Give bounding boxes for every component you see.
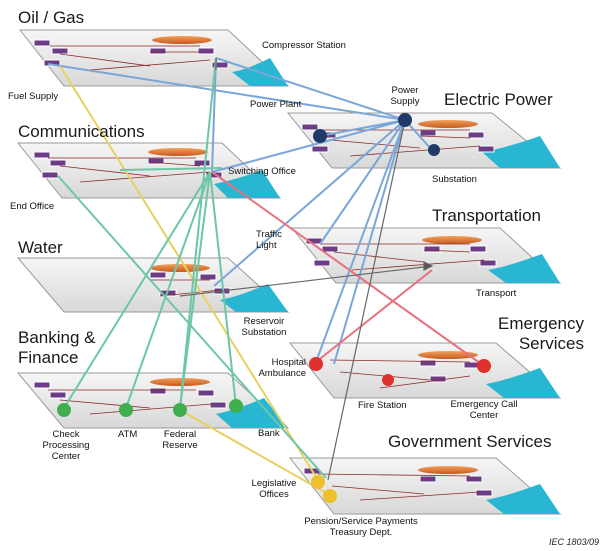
sector-title-emergency-services: Emergency Services xyxy=(498,314,584,353)
label-pension-payments: Pension/Service Payments Treasury Dept. xyxy=(304,516,418,538)
label-fuel-supply: Fuel Supply xyxy=(8,91,59,102)
atm-node xyxy=(119,403,133,417)
power-supply-node xyxy=(398,113,412,127)
plane-communications xyxy=(16,142,282,199)
sector-title-communications: Communications xyxy=(18,122,145,141)
links-transport xyxy=(211,171,485,367)
figure-reference: IEC 1803/09 xyxy=(548,537,599,547)
label-hospital-ambulance: Hospital Ambulance xyxy=(258,357,306,379)
label-transport: Transport xyxy=(476,288,517,299)
hospital-node xyxy=(309,357,323,371)
label-fire-station: Fire Station xyxy=(358,400,407,411)
label-power-plant: Power Plant xyxy=(250,99,302,110)
bank-node xyxy=(229,399,243,413)
label-atm: ATM xyxy=(118,429,138,440)
emergency-call-center-node xyxy=(477,359,491,373)
plane-banking-finance xyxy=(16,372,290,429)
links-gov-supply xyxy=(59,65,329,495)
label-reservoir-substation: Reservoir Substation xyxy=(241,316,287,338)
check-processing-node xyxy=(57,403,71,417)
label-federal-reserve: Federal Reserve xyxy=(162,429,198,451)
substation-node xyxy=(428,144,440,156)
plane-oil-gas xyxy=(18,29,290,87)
sector-title-electric-power: Electric Power xyxy=(444,90,553,109)
legislative-offices-node xyxy=(311,475,325,489)
pension-payments-node xyxy=(323,489,337,503)
label-bank: Bank xyxy=(258,428,280,439)
sector-title-transportation: Transportation xyxy=(432,206,541,225)
links-communications xyxy=(57,57,327,479)
plane-transportation xyxy=(290,227,562,284)
label-legislative-offices: Legislative Offices xyxy=(251,478,297,500)
label-power-supply: Power Supply xyxy=(390,85,420,107)
federal-reserve-node xyxy=(173,403,187,417)
sector-title-banking-finance: Banking & Finance xyxy=(18,328,96,367)
fire-station-node xyxy=(382,374,394,386)
label-traffic-light: Traffic Light xyxy=(256,229,282,251)
label-end-office: End Office xyxy=(10,201,55,212)
label-check-processing-center: Check Processing Center xyxy=(42,429,90,462)
label-compressor-station: Compressor Station xyxy=(262,40,346,51)
plane-emergency-services xyxy=(288,342,562,399)
links-other xyxy=(179,58,434,481)
label-substation: Substation xyxy=(432,174,477,185)
plane-water xyxy=(16,257,290,313)
power-plant-node xyxy=(313,129,327,143)
plane-government-services xyxy=(288,457,562,515)
sector-title-government-services: Government Services xyxy=(388,432,552,451)
sector-title-oil-gas: Oil / Gas xyxy=(18,8,85,27)
sector-title-water: Water xyxy=(18,238,63,257)
label-switching-office: Switching Office xyxy=(228,166,296,177)
label-emergency-call-center: Emergency Call Center xyxy=(450,399,518,421)
